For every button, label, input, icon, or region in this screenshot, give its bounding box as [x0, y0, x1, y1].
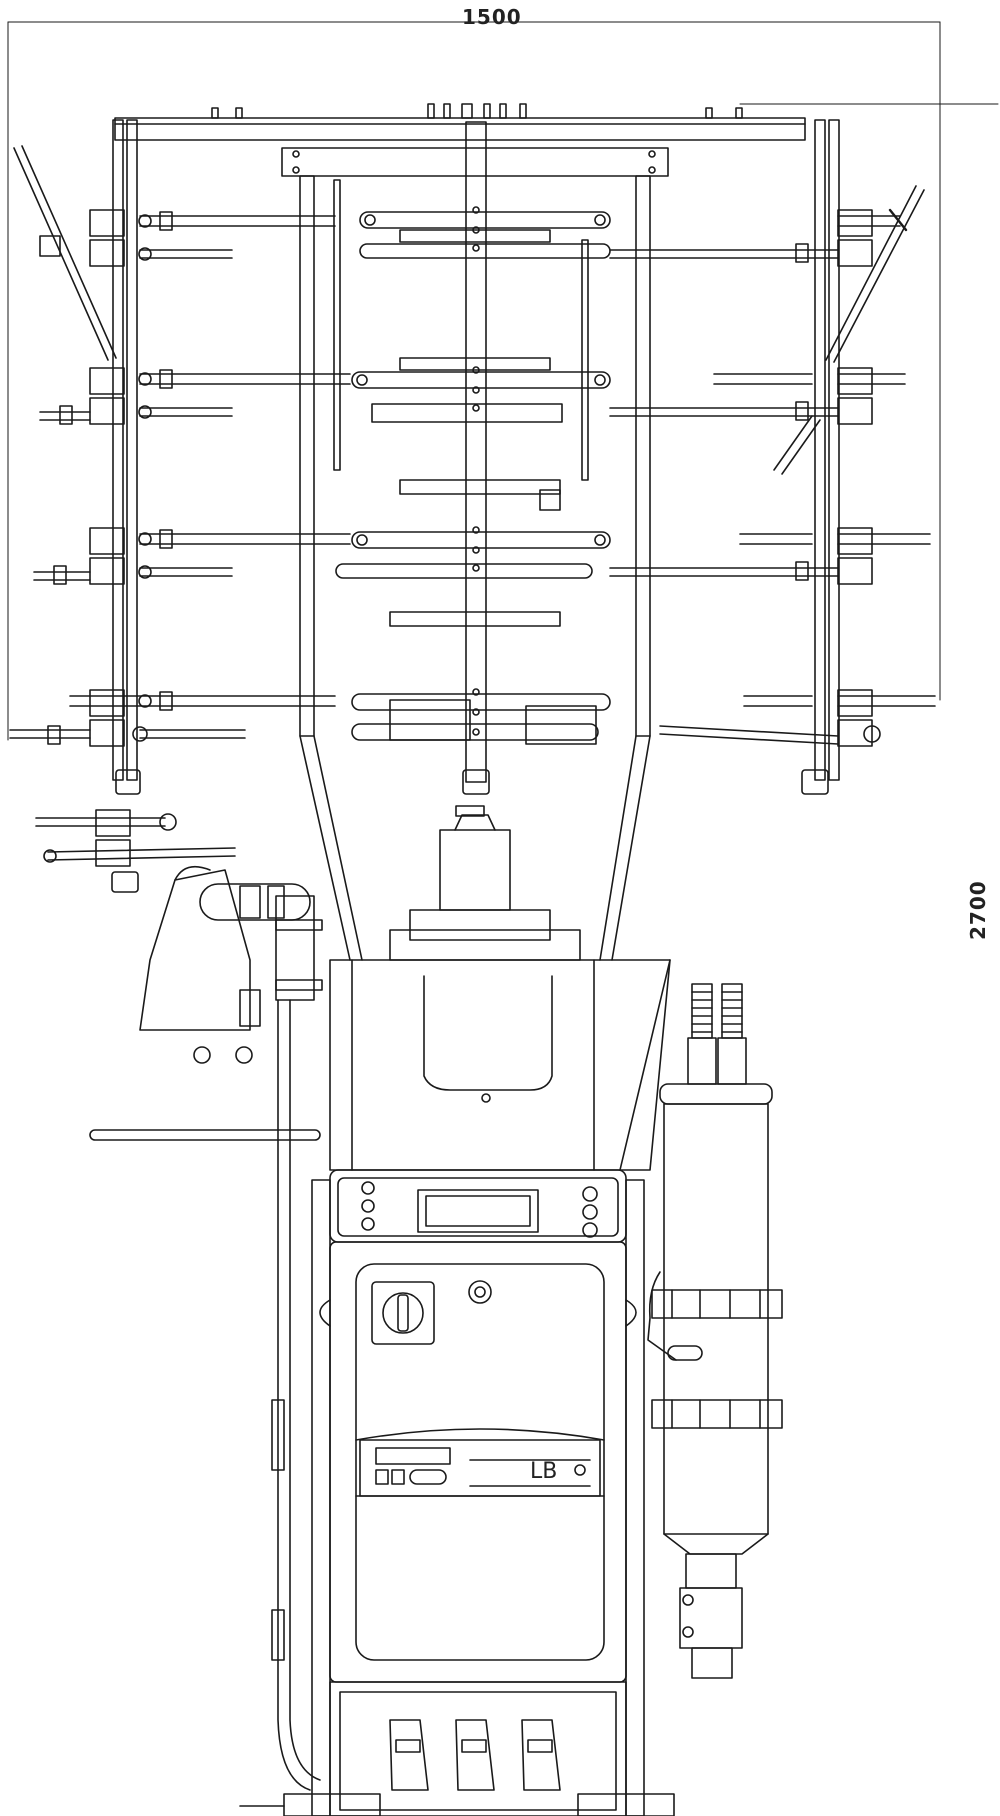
guide-bar-2 [351, 357, 611, 423]
arm-row-3 [33, 527, 351, 585]
guide-bar-5 [389, 611, 561, 627]
foot-pedals [389, 1719, 561, 1791]
top-fittings [211, 103, 743, 119]
arm-row-4 [9, 689, 336, 747]
arm-row-2-right [609, 367, 906, 425]
right-creel-arms [609, 185, 936, 747]
arm-row-5 [35, 809, 236, 867]
filter-canister [647, 983, 783, 1679]
dimension-lines [7, 21, 999, 741]
guide-bar-1 [359, 211, 611, 259]
arm-row-2 [39, 367, 351, 425]
suction-unit [89, 865, 323, 1141]
central-guides [333, 179, 611, 745]
model-label: LB [530, 1459, 557, 1484]
arm-row-1 [89, 209, 336, 267]
guide-bar-4 [335, 531, 611, 579]
creel-frame [111, 103, 840, 893]
arm-row-4-right [659, 689, 936, 747]
left-creel-arms [9, 145, 351, 867]
width-dimension-label: 1500 [462, 5, 522, 29]
feed-tubes [299, 735, 651, 961]
guide-bar-3 [399, 479, 561, 511]
spine-bolts [472, 206, 480, 736]
machine-body [239, 805, 675, 1816]
arm-row-1-right [609, 209, 901, 267]
coiled-hoses [687, 983, 747, 1085]
height-dimension-label: 2700 [966, 880, 990, 940]
arm-row-3-right [609, 527, 931, 585]
guide-bar-6 [351, 693, 611, 745]
